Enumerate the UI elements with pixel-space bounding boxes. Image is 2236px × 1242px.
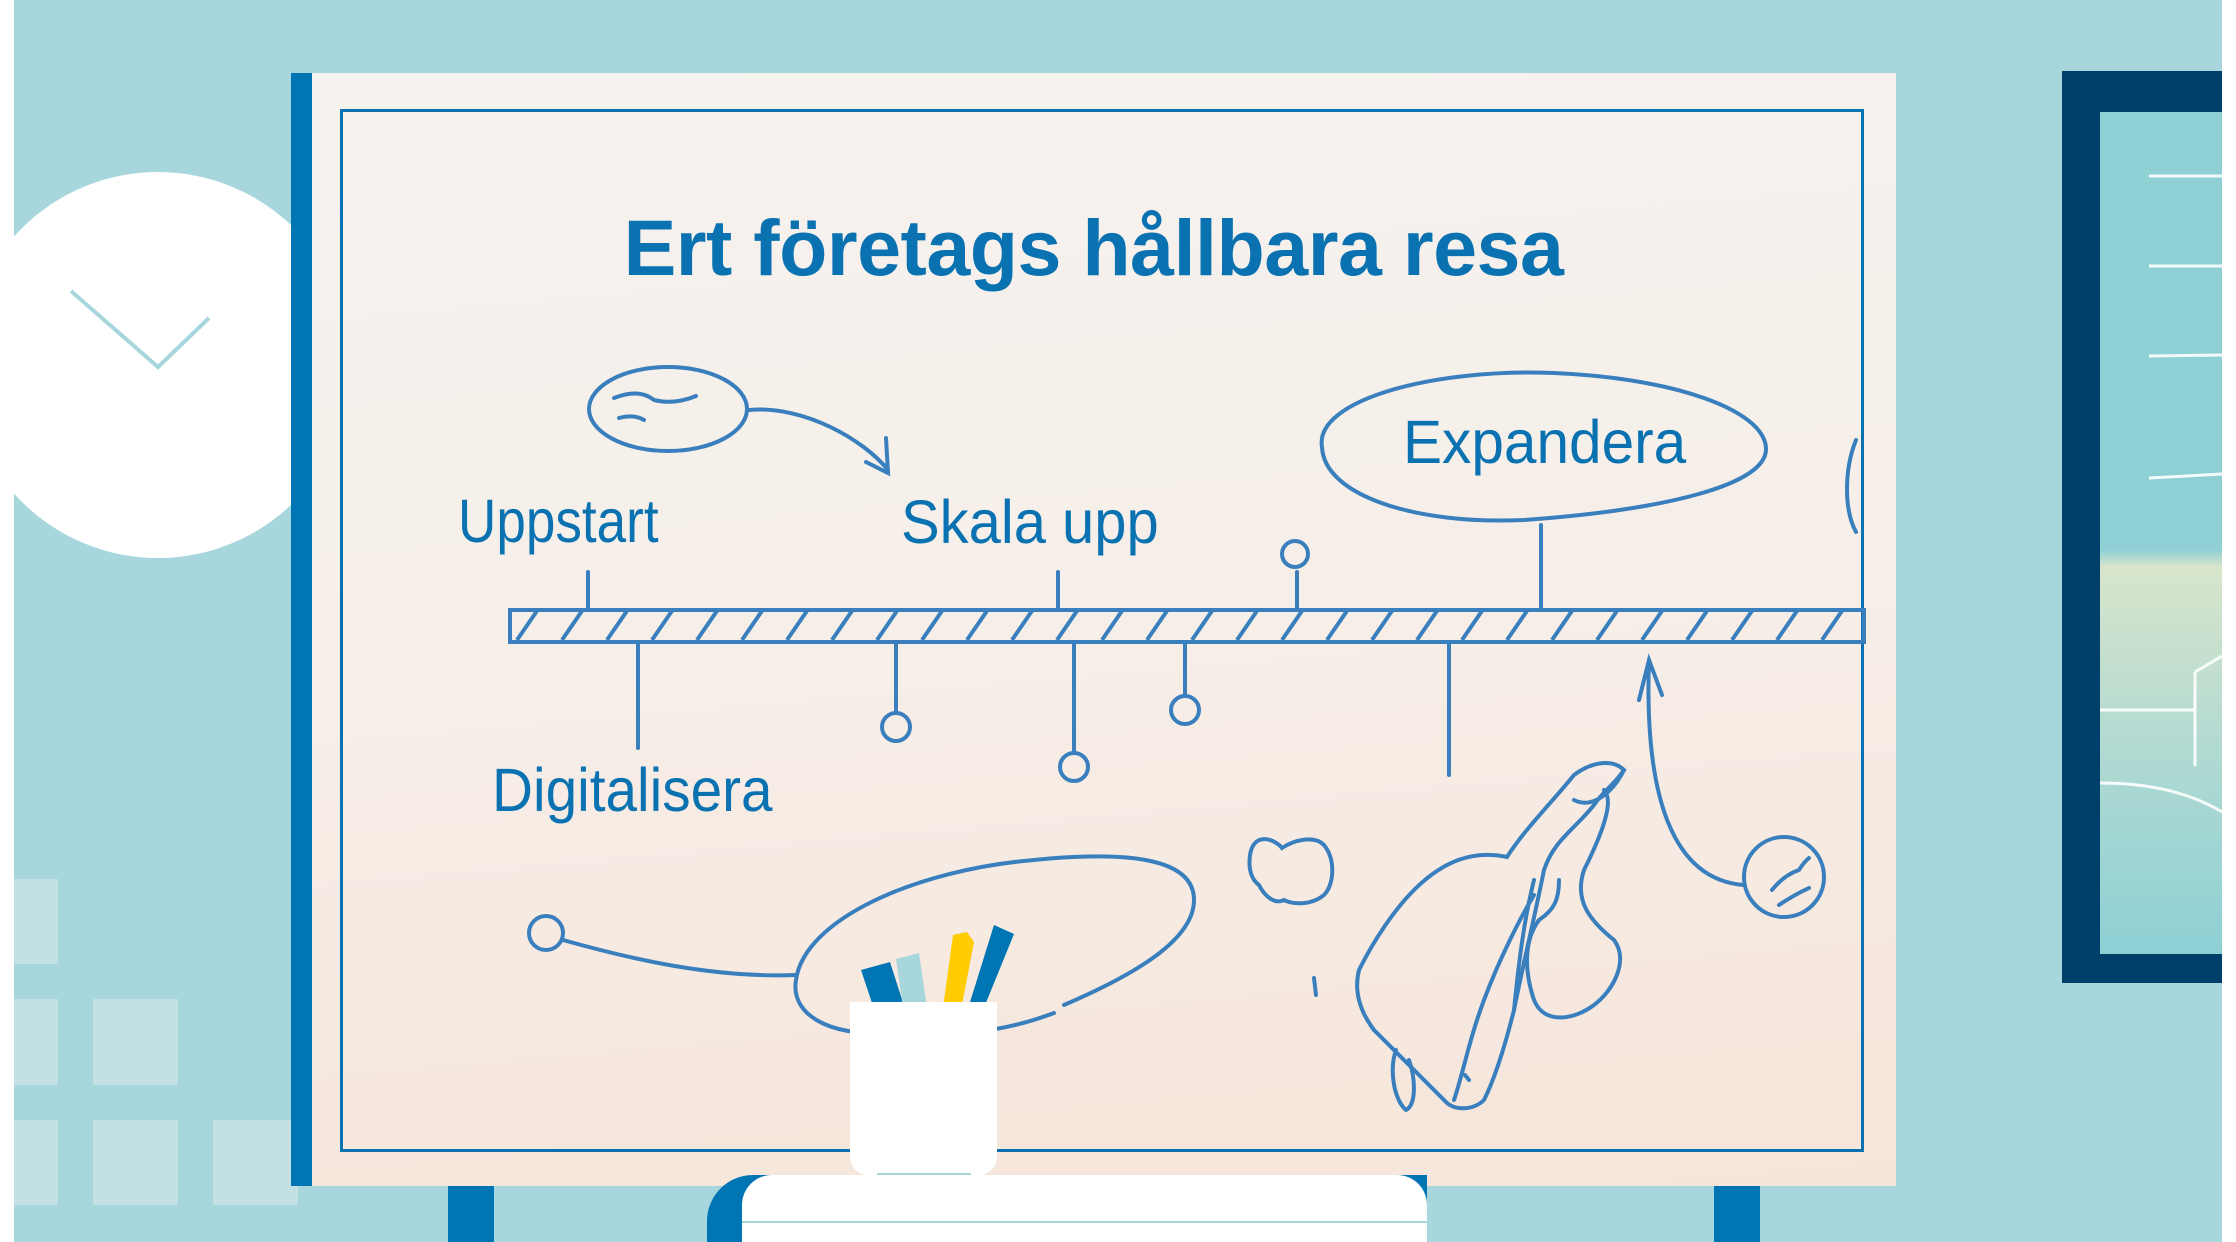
decor-square: [14, 879, 58, 964]
whiteboard-edge: [291, 73, 312, 1186]
decor-square: [14, 1120, 58, 1205]
decor-square: [14, 999, 58, 1085]
timeline-sketch: [508, 365, 1866, 1113]
milestone-digitalisera: Digitalisera: [492, 756, 773, 824]
pencil-cup-shadow: [877, 1173, 971, 1175]
board-leg-left: [448, 1186, 494, 1242]
scene: Ert företags hållbara resa: [14, 0, 2222, 1242]
milestone-uppstart: Uppstart: [458, 487, 659, 555]
desk: [742, 1175, 1427, 1242]
decor-square: [93, 999, 178, 1085]
board-title: Ert företags hållbara resa: [623, 203, 1564, 292]
decor-square: [213, 1120, 298, 1205]
decor-square: [93, 1120, 178, 1205]
pencil-cup: [850, 1002, 997, 1175]
clock-hands-icon: [69, 289, 211, 370]
milestone-skala-upp: Skala upp: [901, 488, 1159, 556]
milestone-expandera: Expandera: [1403, 408, 1687, 476]
pencils-icon: [861, 925, 1014, 1015]
window-lines-icon: [2099, 174, 2222, 814]
board-leg-right: [1714, 1186, 1760, 1242]
window-pane: [2100, 112, 2222, 954]
desk-line: [742, 1221, 1427, 1223]
